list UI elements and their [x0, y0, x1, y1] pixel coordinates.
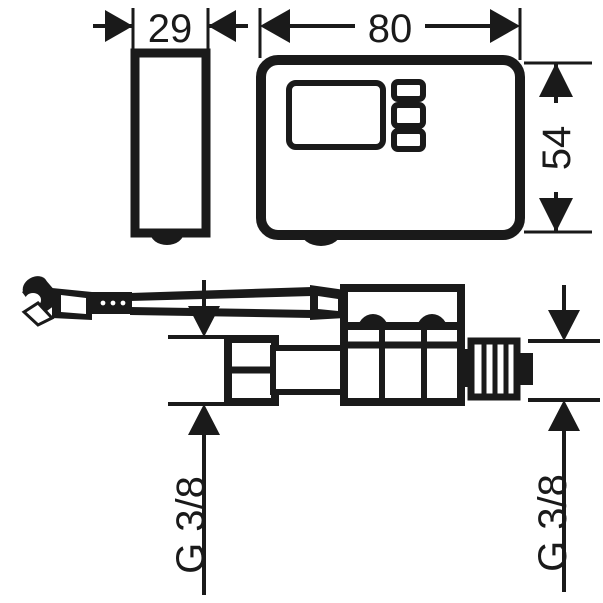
front-view-box: [256, 55, 525, 246]
arrowhead-outlet-bottom: [548, 400, 580, 431]
dimension-label-29: 29: [148, 7, 193, 51]
arrowhead-29-left: [105, 10, 133, 42]
dimension-label-54: 54: [535, 126, 579, 171]
dimension-54: 54: [524, 61, 592, 234]
cable-lead-lower: [130, 307, 312, 318]
valve-assembly: [21, 276, 533, 406]
button-middle: [391, 102, 426, 129]
arrowhead-80-right: [490, 9, 520, 43]
hex-nut: [224, 335, 279, 406]
inlet-shank: [270, 345, 348, 395]
side-view-box: [130, 48, 211, 245]
ferrule-dot-1: [100, 300, 106, 306]
dimension-label-thread-inlet: G 3/8: [169, 476, 213, 574]
valve-body-outline: [340, 322, 465, 406]
side-view-outline: [130, 48, 211, 238]
button-top: [391, 79, 426, 102]
button-bottom: [391, 128, 426, 152]
cable-lead-upper: [130, 287, 312, 301]
arrowhead-54-bottom: [539, 198, 573, 232]
ferrule-dot-3: [120, 300, 126, 306]
arrowhead-inlet-top: [188, 306, 220, 337]
valve-body: [340, 284, 465, 406]
outlet-tip: [515, 353, 533, 385]
threaded-outlet: [459, 337, 533, 401]
coupling-window: [318, 296, 338, 311]
dimension-label-thread-outlet: G 3/8: [531, 474, 575, 572]
ferrule-dot-2: [110, 300, 116, 306]
cable-lead: [130, 287, 312, 318]
dimension-thread-outlet: G 3/8: [528, 285, 600, 592]
arrowhead-29-right: [208, 10, 236, 42]
arrowhead-inlet-bottom: [188, 404, 220, 435]
display-window: [286, 80, 386, 150]
dimension-label-80: 80: [368, 7, 413, 51]
dimension-80: 80: [258, 7, 522, 60]
plug-clamp-window: [61, 295, 86, 314]
cable-connector-plug: [21, 276, 132, 327]
dimension-29: 29: [93, 7, 248, 51]
arrowhead-54-top: [539, 63, 573, 97]
dimension-thread-inlet: G 3/8: [168, 280, 240, 595]
lead-coupling: [310, 285, 345, 320]
arrowhead-80-left: [260, 9, 290, 43]
arrowhead-outlet-top: [548, 310, 580, 341]
inlet-shank-outline: [270, 345, 348, 395]
